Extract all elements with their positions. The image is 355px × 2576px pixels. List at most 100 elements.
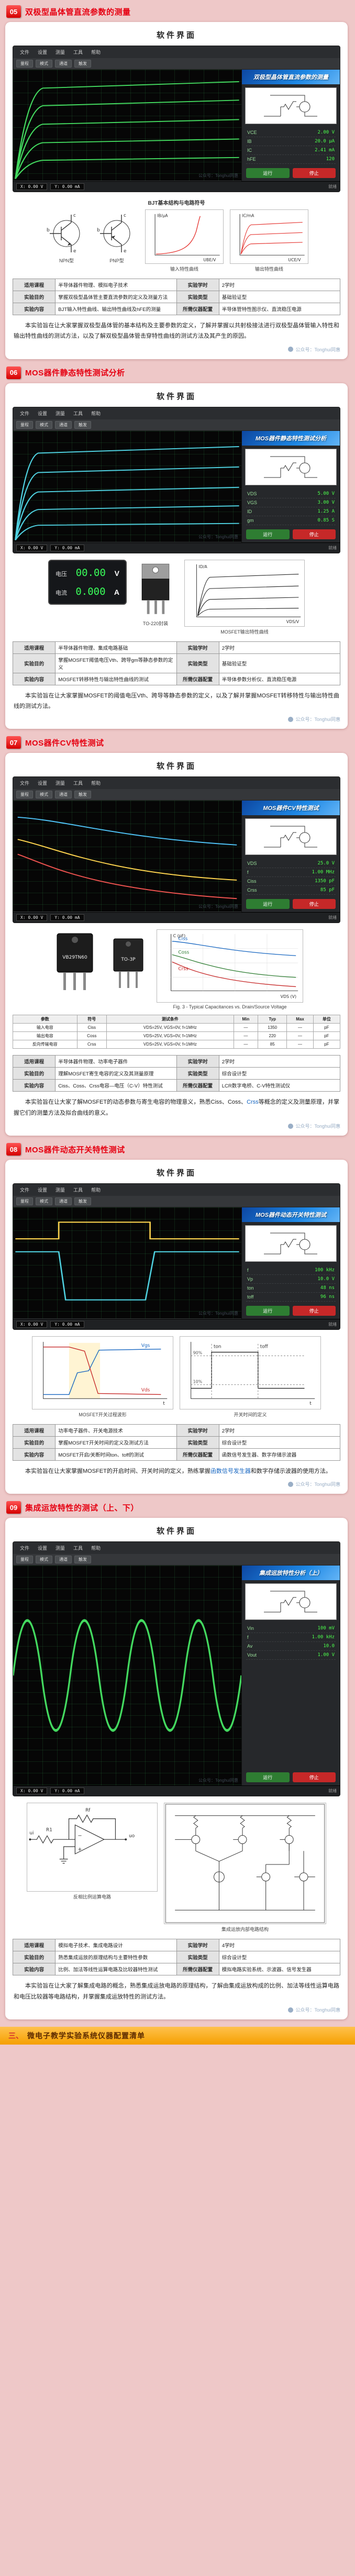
ninety-percent-label: 90%	[193, 1351, 203, 1356]
stop-button[interactable]: 停止	[292, 1772, 336, 1783]
toolbar-range-button[interactable]: 量程	[16, 1556, 33, 1564]
toolbar-range-button[interactable]: 量程	[16, 1197, 33, 1206]
table-value-cell: 2学时	[218, 279, 341, 291]
section-header: 06 MOS器件静态特性测试分析	[6, 366, 348, 379]
input-characteristic-figure: IB/µA UBE/V 输入特性曲线	[145, 209, 224, 272]
toolbar-channel-button[interactable]: 通道	[55, 1556, 72, 1564]
toolbar-range-button[interactable]: 量程	[16, 791, 33, 799]
ds-cell: —	[286, 1031, 314, 1041]
menu-item-tools[interactable]: 工具	[73, 1187, 83, 1193]
ds-cell: VDS=25V, VGS=0V, f=1MHz	[106, 1040, 234, 1049]
toolbar-mode-button[interactable]: 模式	[36, 1197, 52, 1206]
toolbar-trigger-button[interactable]: 触发	[74, 420, 91, 429]
toolbar-mode-button[interactable]: 模式	[36, 1556, 52, 1564]
run-button[interactable]: 运行	[246, 168, 290, 178]
toolbar-mode-button[interactable]: 模式	[36, 420, 52, 429]
readout-label: VGS	[247, 499, 258, 505]
menu-item-measure[interactable]: 测量	[56, 1546, 65, 1551]
menu-item-measure[interactable]: 测量	[56, 1187, 65, 1193]
bjt-output-family-curves	[15, 81, 239, 179]
menu-item-settings[interactable]: 设置	[38, 781, 48, 786]
table-value-cell: LCR数字电桥、C-V特性测试仪	[218, 1079, 341, 1092]
readout-label: IB	[247, 139, 252, 144]
current-value: 0.000	[75, 585, 106, 597]
menu-item-help[interactable]: 帮助	[91, 781, 101, 786]
test-circuit-schematic	[263, 1233, 317, 1254]
menu-item-settings[interactable]: 设置	[38, 50, 48, 55]
menu-item-file[interactable]: 文件	[20, 50, 30, 55]
toolbar-channel-button[interactable]: 通道	[55, 791, 72, 799]
readout-label: VDS	[247, 491, 257, 496]
menu-item-help[interactable]: 帮助	[91, 50, 101, 55]
table-row: 适用课程 功率电子器件、开关电源技术 实验学时 2学时	[12, 1424, 341, 1437]
menu-item-tools[interactable]: 工具	[73, 781, 83, 786]
toolbar-mode-button[interactable]: 模式	[36, 791, 52, 799]
stop-button[interactable]: 停止	[292, 168, 336, 178]
toolbar-trigger-button[interactable]: 触发	[74, 1197, 91, 1206]
scope-menu-bar: 文件 设置 测量 工具 帮助	[13, 1542, 340, 1555]
menu-item-file[interactable]: 文件	[20, 1187, 30, 1193]
paragraph-text: 本实验旨在让大家了解集成电路的概念，熟悉集成运放电路的原理结构，了解由集成运放构…	[14, 1983, 339, 2000]
menu-item-measure[interactable]: 测量	[56, 50, 65, 55]
table-value-cell: Ciss、Coss、Crss电容—电压（C-V）特性测试	[55, 1079, 177, 1092]
table-value-cell: 2学时	[218, 1424, 341, 1437]
toolbar-range-button[interactable]: 量程	[16, 420, 33, 429]
section-05: 05 双极型晶体管直流参数的测量 软件界面 文件 设置 测量 工具 帮助 量程 …	[0, 1, 355, 362]
page: 05 双极型晶体管直流参数的测量 软件界面 文件 设置 测量 工具 帮助 量程 …	[0, 1, 355, 2045]
table-row: 实验目的 掌握MOSFET开关时间的定义及测试方法 实验类型 综合设计型	[12, 1436, 341, 1449]
stop-button[interactable]: 停止	[292, 529, 336, 539]
content-card: 软件界面 文件 设置 测量 工具 帮助 量程 模式 通道 触发	[5, 1160, 348, 1494]
watermark: 公众号：Tonghui同惠	[13, 716, 340, 723]
paragraph-text: 本实验旨在让大家掌握双极型晶体管的基本结构及主要参数的定义，了解并掌握以共射极接…	[14, 323, 339, 340]
status-ready-label: 就绪	[328, 184, 337, 189]
scope-toolbar: 量程 模式 通道 触发	[13, 58, 340, 70]
menu-item-help[interactable]: 帮助	[91, 1187, 101, 1193]
run-button[interactable]: 运行	[246, 529, 290, 539]
toolbar-trigger-button[interactable]: 触发	[74, 791, 91, 799]
ds-cell: VDS=25V, VGS=0V, f=1MHz	[106, 1023, 234, 1032]
menu-item-tools[interactable]: 工具	[73, 410, 83, 416]
paragraph-highlight[interactable]: 函数信号发生器	[210, 1468, 251, 1475]
toolbar-channel-button[interactable]: 通道	[55, 1197, 72, 1206]
table-label-cell: 实验学时	[176, 279, 219, 291]
menu-item-file[interactable]: 文件	[20, 1546, 30, 1551]
menu-item-tools[interactable]: 工具	[73, 50, 83, 55]
run-button[interactable]: 运行	[246, 899, 290, 909]
stop-button[interactable]: 停止	[292, 899, 336, 909]
toolbar-trigger-button[interactable]: 触发	[74, 1556, 91, 1564]
section-title: 集成运放特性的测试（上、下）	[25, 1503, 139, 1513]
menu-item-tools[interactable]: 工具	[73, 1546, 83, 1551]
toolbar-range-button[interactable]: 量程	[16, 60, 33, 68]
stop-button[interactable]: 停止	[292, 1306, 336, 1316]
menu-item-settings[interactable]: 设置	[38, 1187, 48, 1193]
opamp-circuit-figure: R1 Rf − + ui uo 反相比例运算电路	[27, 1803, 158, 1900]
menu-item-settings[interactable]: 设置	[38, 1546, 48, 1551]
run-button[interactable]: 运行	[246, 1306, 290, 1316]
time-axis-label: t	[309, 1401, 312, 1406]
menu-item-file[interactable]: 文件	[20, 410, 30, 416]
toolbar-channel-button[interactable]: 通道	[55, 60, 72, 68]
menu-item-help[interactable]: 帮助	[91, 1546, 101, 1551]
ds-cell: —	[233, 1040, 259, 1049]
paragraph-highlight[interactable]: Crss	[247, 1099, 259, 1106]
menu-item-settings[interactable]: 设置	[38, 410, 48, 416]
table-value-cell: 综合设计型	[218, 1436, 341, 1449]
chart-watermark: 公众号：Tonghui同惠	[198, 904, 238, 909]
table-value-cell: 半导体参数分析仪、直流稳压电源	[218, 672, 341, 685]
run-button[interactable]: 运行	[246, 1772, 290, 1783]
status-x-readout: X: 0.00 V	[16, 183, 48, 190]
scope-buttons: 运行 停止	[242, 165, 340, 181]
menu-item-measure[interactable]: 测量	[56, 410, 65, 416]
toolbar-trigger-button[interactable]: 触发	[74, 60, 91, 68]
menu-item-help[interactable]: 帮助	[91, 410, 101, 416]
toolbar-mode-button[interactable]: 模式	[36, 60, 52, 68]
toolbar-channel-button[interactable]: 通道	[55, 420, 72, 429]
menu-item-measure[interactable]: 测量	[56, 781, 65, 786]
table-label-cell: 实验目的	[12, 1067, 56, 1080]
watermark-icon	[288, 716, 294, 722]
menu-item-file[interactable]: 文件	[20, 781, 30, 786]
readout-label: VCE	[247, 130, 257, 135]
